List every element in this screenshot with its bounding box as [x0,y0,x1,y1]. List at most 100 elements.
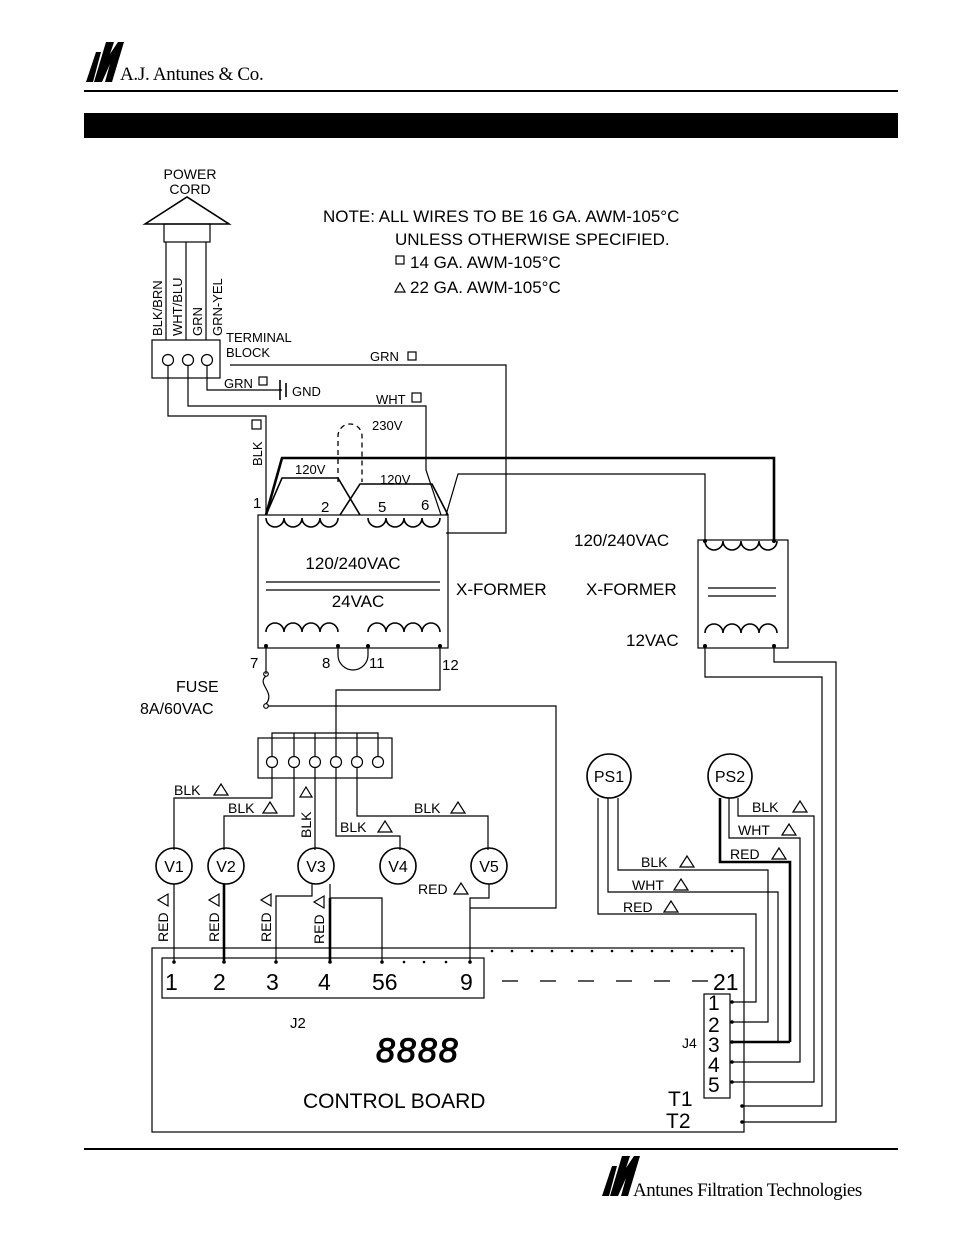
j2-pin-2: 2 [213,969,226,995]
cord-wire-blk-brn: BLK/BRN [150,280,165,336]
terminal-block: TERMINAL BLOCK [151,330,292,379]
header-rule [84,90,898,92]
terminal-block-label-2: BLOCK [226,345,270,360]
triangle-symbol-icon [393,281,407,293]
footer-company-name: Antunes Filtration Technologies [633,1180,862,1201]
wire-label-blk-v1: BLK [174,782,201,798]
jumper-230v [337,423,363,482]
pin-8: 8 [322,655,330,672]
terminal-t1: T1 [668,1088,693,1111]
label-120v-a: 120V [295,462,326,477]
label-120v-b: 120V [380,472,411,487]
j2-pin-56: 56 [372,969,398,995]
fuse-label-1: FUSE [176,679,219,696]
ps2-wire-blk: BLK [752,799,779,815]
sensor-ps1 [586,753,632,799]
note-line-1: NOTE: ALL WIRES TO BE 16 GA. AWM-105°C [323,207,679,226]
terminal-t2: T2 [666,1110,691,1133]
ps2-wire-wht: WHT [738,822,770,838]
ps1-wire-blk: BLK [641,854,668,870]
wire-label-grn-gnd: GRN [224,376,253,391]
main-xformer-label: X-FORMER [456,580,547,599]
wire-label-blk-v2: BLK [228,800,255,816]
ps2-wire-red: RED [730,846,760,862]
j2-label: J2 [290,1015,306,1032]
wire-label-wht: WHT [376,392,406,407]
valve-v2-label: V2 [216,859,236,876]
wire-label-blk-v5: BLK [414,800,441,816]
j4-pin-5: 5 [708,1074,720,1097]
sensor-ps2 [707,753,753,799]
header-brand: A.J. Antunes & Co. [84,38,384,90]
pin-12: 12 [442,657,459,674]
footer-rule [84,1148,898,1150]
valves: V1 V2 V3 V4 V5 [155,847,508,885]
power-cord-label-2: CORD [169,181,210,197]
valve-v2 [207,847,245,885]
note-line-4: 22 GA. AWM-105°C [410,278,561,297]
valve-v3 [297,847,335,885]
footer-logo-icon [602,1156,640,1196]
valve-v1-label: V1 [164,859,184,876]
sensor-ps2-label: PS2 [715,769,745,786]
pin-7: 7 [250,655,258,672]
cord-wire-wht-blu: WHT/BLU [170,278,185,337]
cord-wire-grn-yel: GRN-YEL [210,278,225,336]
control-board: 1 2 3 4 56 9 21 J2 8888 CONTROL BOARD J4… [151,947,790,1133]
pin-5: 5 [378,499,386,516]
j4-pin-1: 1 [708,992,720,1015]
power-plug-icon [142,196,232,225]
label-230v: 230V [372,418,403,433]
wire-label-blk-v4: BLK [340,819,367,835]
terminal-block-label-1: TERMINAL [226,330,292,345]
valve-v4-label: V4 [388,859,408,876]
wire-label-red-v3: RED [258,912,274,942]
fuse: FUSE 8A/60VAC [140,648,557,909]
connector-j2 [161,957,485,999]
wire-label-blk-v3: BLK [298,811,314,838]
wire-label-red-v2: RED [206,912,222,942]
wire-label-red-v4: RED [311,914,327,944]
title-bar [84,113,898,138]
j2-pin-1: 1 [165,969,178,995]
company-logo-icon [86,42,124,82]
main-xformer-secondary: 24VAC [332,592,385,611]
j4-pin-3: 3 [708,1034,720,1057]
pin-1: 1 [253,495,261,512]
small-xformer-secondary: 12VAC [626,631,679,650]
ps1-wire-wht: WHT [632,877,664,893]
wire-label-blk: BLK [250,441,265,466]
pin-6: 6 [421,497,429,514]
ground-label: GND [292,384,321,399]
small-transformer: 120/240VAC X-FORMER 12VAC [574,531,789,650]
main-xformer-primary: 120/240VAC [305,554,400,573]
valve-terminal-strip [257,648,441,779]
wiring-note: NOTE: ALL WIRES TO BE 16 GA. AWM-105°C U… [323,207,679,297]
note-line-2: UNLESS OTHERWISE SPECIFIED. [395,230,670,249]
power-cord: POWER CORD BLK/BRN WHT/BLU GRN GRN-YEL [142,166,232,340]
valve-v3-label: V3 [306,859,326,876]
valve-v5-label: V5 [479,859,499,876]
j2-pin-3: 3 [266,969,279,995]
square-symbol-icon [395,255,405,265]
j4-pin-4: 4 [708,1054,720,1077]
connector-j4 [703,993,731,1099]
j2-pin-4: 4 [318,969,331,995]
main-transformer: 120/240VAC 24VAC X-FORMER 1 2 5 6 7 8 11… [250,495,547,674]
pin-11: 11 [369,655,385,672]
cord-wire-grn: GRN [190,307,205,336]
j2-pin-9: 9 [460,969,473,995]
fuse-label-2: 8A/60VAC [140,701,214,718]
j2-pin-21: 21 [713,969,739,995]
sensor-ps1-label: PS1 [594,769,624,786]
ps1-wire-red: RED [623,899,653,915]
company-name: A.J. Antunes & Co. [120,64,264,85]
fuse-icon [262,675,270,705]
small-xformer-label: X-FORMER [586,580,677,599]
wire-label-red-v5: RED [418,881,448,897]
control-board-label: CONTROL BOARD [303,1090,485,1113]
pressure-sensors: PS1 PS2 [586,753,753,799]
led-display: 8888 [376,1032,460,1070]
power-cord-label-1: POWER [164,166,217,182]
